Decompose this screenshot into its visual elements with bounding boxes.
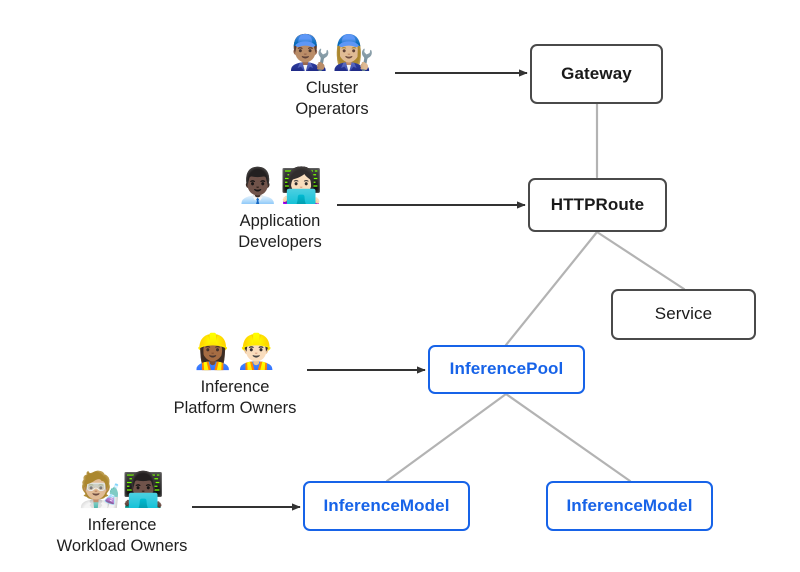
man-office-worker-icon+woman-technologist-icon: 👨🏿‍💼👩🏻‍💻 <box>236 167 324 205</box>
persona-cluster-operators: 👨🏽‍🔧👩🏼‍🔧 Cluster Operators <box>237 32 427 119</box>
persona-label-inference-workload-owners: Inference Workload Owners <box>56 516 188 555</box>
node-label-model-left: InferenceModel <box>323 495 450 515</box>
node-model-left[interactable]: InferenceModel <box>303 481 470 531</box>
node-label-service: Service <box>654 304 713 324</box>
persona-application-developers: 👨🏿‍💼👩🏻‍💻 Application Developers <box>185 165 375 252</box>
persona-label-application-developers: Application Developers <box>238 212 322 251</box>
node-service[interactable]: Service <box>611 289 756 340</box>
man-mechanic-icon+woman-mechanic-icon: 👨🏽‍🔧👩🏼‍🔧 <box>288 34 376 72</box>
connector-httproute-service <box>595 230 686 291</box>
node-httproute[interactable]: HTTPRoute <box>528 178 667 232</box>
woman-construction-worker-icon+man-construction-worker-icon: 👷🏾‍♀️👷🏻‍♂️ <box>191 333 279 371</box>
node-label-gateway: Gateway <box>561 63 632 83</box>
node-label-model-right: InferenceModel <box>566 495 693 515</box>
node-pool[interactable]: InferencePool <box>428 345 585 394</box>
persona-label-cluster-operators: Cluster Operators <box>295 79 369 118</box>
scientist-icon+man-technologist-icon: 🧑🏼‍🔬👨🏿‍💻 <box>78 471 166 509</box>
persona-ownership-arrows <box>192 69 528 511</box>
persona-inference-workload-owners: 🧑🏼‍🔬👨🏿‍💻 Inference Workload Owners <box>27 469 217 556</box>
node-label-pool: InferencePool <box>449 359 564 379</box>
connector-pool-model-right <box>504 392 632 483</box>
persona-label-inference-platform-owners: Inference Platform Owners <box>173 378 297 417</box>
node-model-right[interactable]: InferenceModel <box>546 481 713 531</box>
connector-pool-model-left <box>385 392 508 483</box>
node-label-httproute: HTTPRoute <box>550 194 645 214</box>
node-gateway[interactable]: Gateway <box>530 44 663 104</box>
connector-httproute-pool <box>504 230 599 347</box>
persona-inference-platform-owners: 👷🏾‍♀️👷🏻‍♂️ Inference Platform Owners <box>140 331 330 418</box>
